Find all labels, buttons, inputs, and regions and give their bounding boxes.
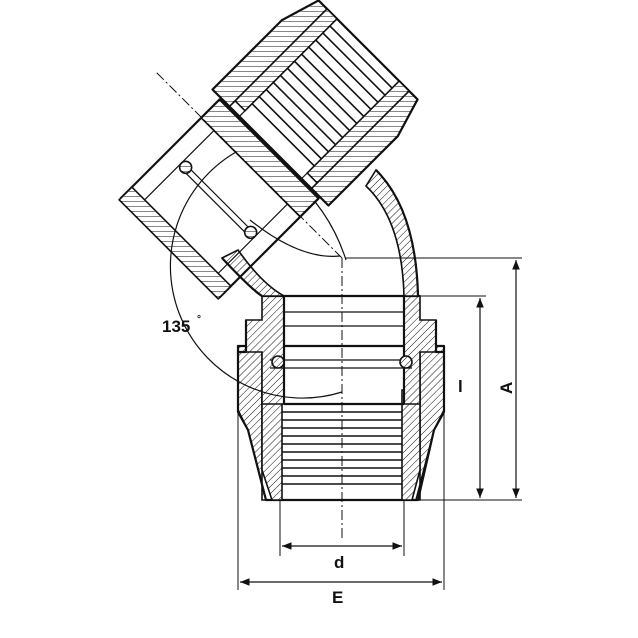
- dimension-l-label: l: [458, 377, 463, 396]
- angle-label: 135: [162, 317, 190, 336]
- lower-socket-outline: [262, 294, 420, 406]
- lower-o-ring-right: [399, 355, 413, 369]
- lower-grip-ring-left: [261, 389, 283, 501]
- angle-unit: °: [197, 314, 201, 325]
- lower-o-ring-left: [271, 355, 285, 369]
- lower-body: [236, 294, 446, 502]
- lower-nut-outline: [236, 344, 446, 502]
- dimension-a: A: [346, 257, 522, 501]
- dimension-e-label: E: [332, 588, 343, 607]
- dimension-d-label: d: [334, 553, 344, 572]
- dimension-a-label: A: [497, 382, 516, 394]
- upper-socket-left: [200, 98, 320, 218]
- lower-grip-ring-right: [401, 389, 421, 501]
- angle-indicator: 135 °: [162, 151, 343, 399]
- elbow-body: [220, 168, 420, 297]
- dimension-e: E: [237, 412, 445, 607]
- dimension-d: d: [279, 500, 405, 572]
- center-lines: [155, 71, 343, 540]
- dimension-l: l: [412, 295, 486, 501]
- upper-body: [118, 0, 419, 300]
